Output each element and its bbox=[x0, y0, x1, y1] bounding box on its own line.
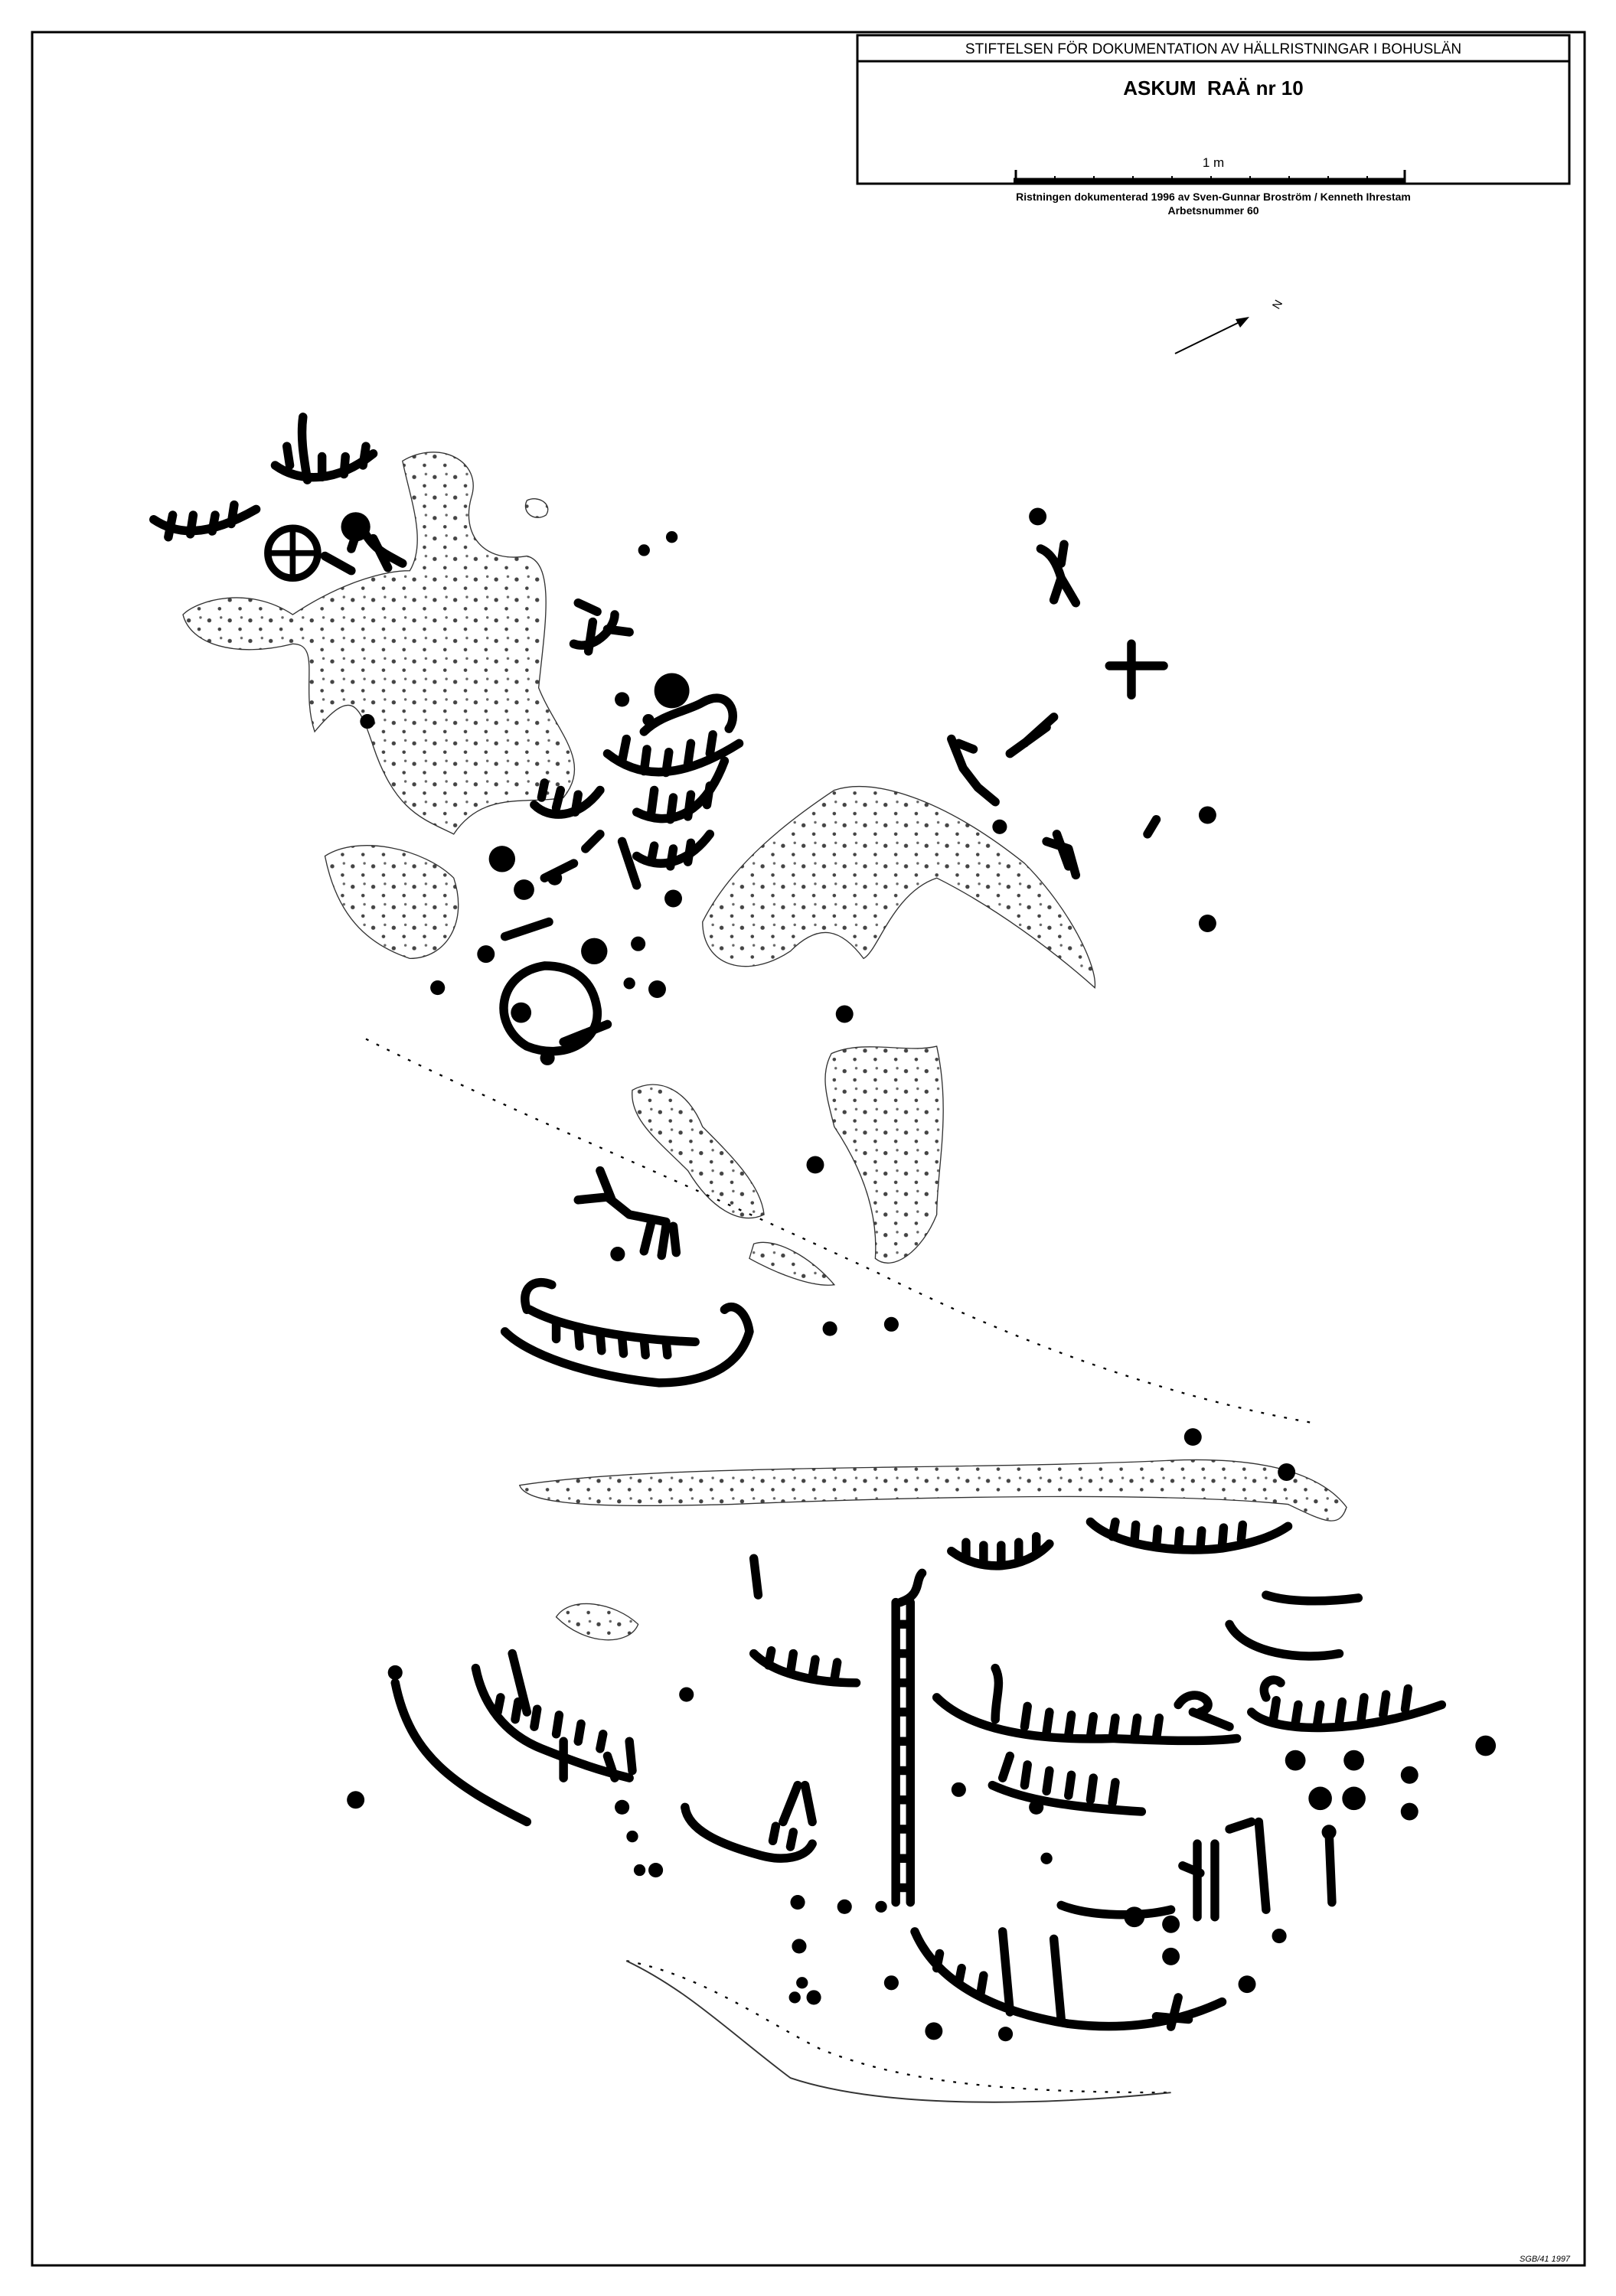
work-number: Arbetsnummer 60 bbox=[1167, 204, 1259, 217]
north-label: N bbox=[1270, 298, 1285, 311]
title-block: STIFTELSEN FÖR DOKUMENTATION AV HÄLLRIST… bbox=[856, 34, 1571, 217]
scale-bar bbox=[1014, 170, 1406, 184]
sheet-frame bbox=[31, 31, 1586, 2267]
scale-label: 1 m bbox=[1203, 155, 1224, 170]
credit-line: Ristningen dokumenterad 1996 av Sven-Gun… bbox=[1016, 191, 1411, 203]
site-title: ASKUM RAÄ nr 10 bbox=[1123, 77, 1303, 99]
handwritten-note: SGB/41 1997 bbox=[1520, 2255, 1571, 2264]
cup-marks bbox=[341, 507, 1497, 2042]
stippled-rock-surfaces bbox=[182, 452, 1347, 1641]
carved-figures bbox=[149, 413, 1447, 2031]
dotted-crack-lines bbox=[365, 1038, 1311, 2094]
north-arrow: N bbox=[1174, 298, 1285, 354]
organization-name: STIFTELSEN FÖR DOKUMENTATION AV HÄLLRIST… bbox=[965, 41, 1461, 57]
outline-lines bbox=[625, 1960, 1171, 2103]
